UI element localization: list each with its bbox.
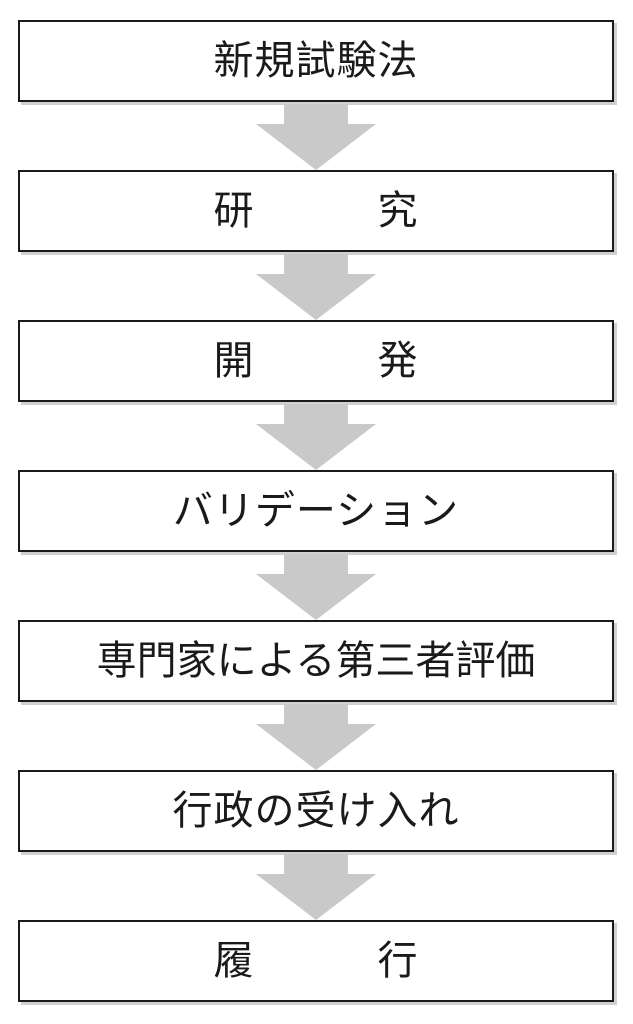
step-label: 行政の受け入れ bbox=[172, 788, 460, 834]
step-label: 専門家による第三者評価 bbox=[96, 638, 536, 684]
step-new-test-method: 新規試験法 bbox=[18, 20, 614, 102]
step-label: 研 究 bbox=[213, 188, 419, 234]
step-label: バリデーション bbox=[172, 488, 460, 534]
down-arrow-icon bbox=[256, 404, 376, 470]
down-arrow-icon bbox=[256, 854, 376, 920]
step-research: 研 究 bbox=[18, 170, 614, 252]
down-arrow-icon bbox=[256, 704, 376, 770]
step-development: 開 発 bbox=[18, 320, 614, 402]
down-arrow-icon bbox=[256, 554, 376, 620]
step-label: 履 行 bbox=[213, 938, 419, 984]
down-arrow-icon bbox=[256, 254, 376, 320]
step-label: 新規試験法 bbox=[213, 38, 419, 84]
step-label: 開 発 bbox=[213, 338, 419, 384]
step-regulatory-acceptance: 行政の受け入れ bbox=[18, 770, 614, 852]
down-arrow-icon bbox=[256, 104, 376, 170]
step-peer-review: 専門家による第三者評価 bbox=[18, 620, 614, 702]
step-implementation: 履 行 bbox=[18, 920, 614, 1002]
step-validation: バリデーション bbox=[18, 470, 614, 552]
